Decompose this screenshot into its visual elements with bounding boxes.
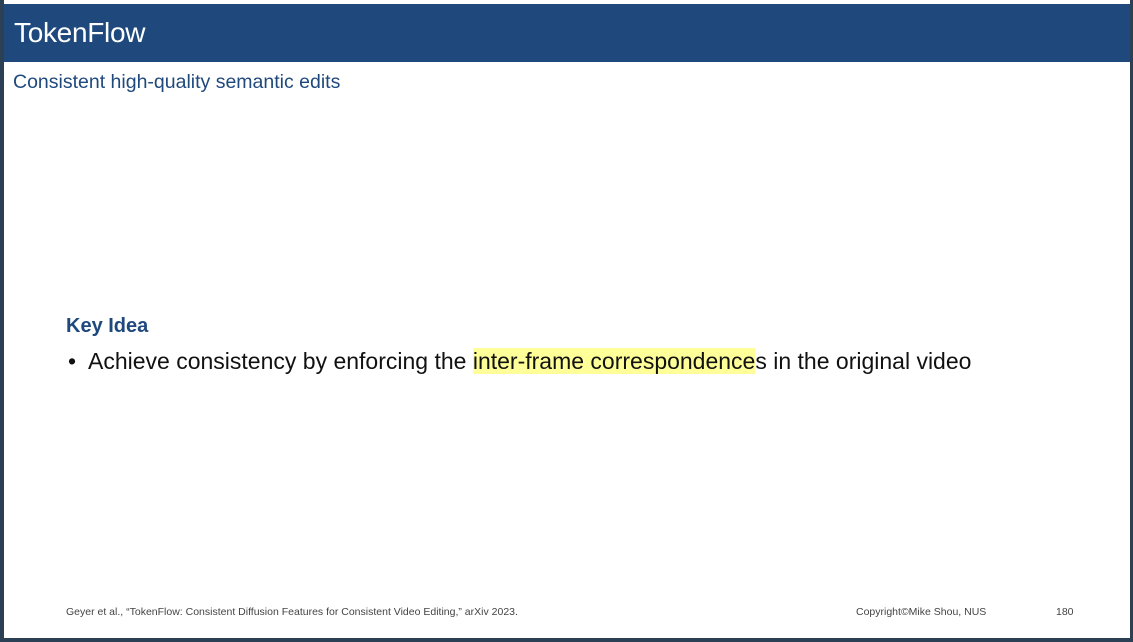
copyright: Copyright©Mike Shou, NUS xyxy=(856,606,987,618)
bullet-text-before: Achieve consistency by enforcing the xyxy=(88,348,473,374)
bullet-text: Achieve consistency by enforcing the int… xyxy=(88,348,971,375)
highlighted-phrase: inter-frame correspondence xyxy=(472,348,756,374)
bullet-item: • Achieve consistency by enforcing the i… xyxy=(66,348,971,375)
key-idea-section: Key Idea • Achieve consistency by enforc… xyxy=(66,315,971,375)
slide-title: TokenFlow xyxy=(14,17,146,48)
title-bar: TokenFlow xyxy=(4,4,1130,62)
section-heading: Key Idea xyxy=(66,315,149,337)
citation: Geyer et al., “TokenFlow: Consistent Dif… xyxy=(66,606,518,618)
slide-subtitle: Consistent high-quality semantic edits xyxy=(13,71,341,93)
page-number: 180 xyxy=(1056,606,1074,618)
highlight-tail: s xyxy=(755,348,767,374)
bullet-marker: • xyxy=(68,348,77,374)
bullet-text-after: in the original video xyxy=(766,348,972,374)
